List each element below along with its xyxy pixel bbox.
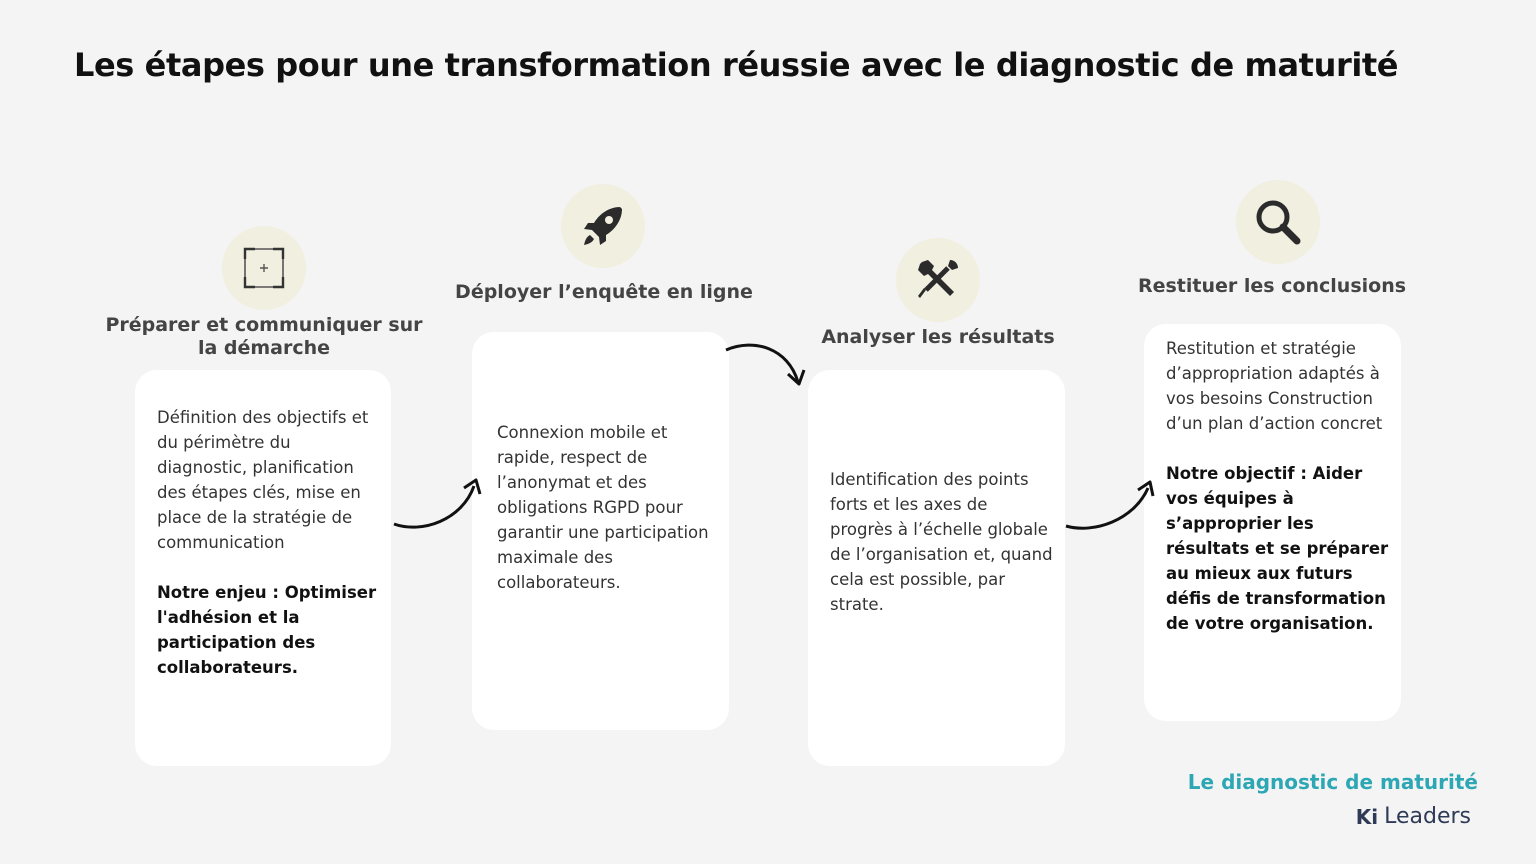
step-2-card — [472, 332, 729, 730]
logo-text: Leaders — [1384, 804, 1471, 829]
step-4-icon-circle — [1236, 180, 1320, 264]
step-1-card — [135, 370, 391, 766]
brand-tagline: Le diagnostic de maturité — [1187, 770, 1478, 794]
step-1-highlight: Notre enjeu : Optimiser l'adhésion et la… — [157, 583, 377, 677]
focus-frame-icon — [243, 247, 285, 289]
step-3-description: Identification des points forts et les a… — [830, 467, 1055, 617]
step-1-text: Définition des objectifs et du périmètre… — [157, 408, 369, 552]
tools-icon — [918, 260, 958, 298]
step-3-title: Analyser les résultats — [821, 326, 1055, 348]
step-2-description: Connexion mobile et rapide, respect de l… — [497, 420, 717, 595]
step-4-text: Restitution et stratégie d’appropriation… — [1166, 339, 1383, 433]
step-1-description: Définition des objectifs et du périmètre… — [157, 405, 377, 680]
step-2-icon-circle — [561, 184, 645, 268]
step-4-highlight: Notre objectif : Aider vos équipes à s’a… — [1166, 464, 1389, 633]
step-3-icon-circle — [896, 238, 980, 322]
page-title: Les étapes pour une transformation réuss… — [74, 46, 1399, 84]
arrow-step-1-to-2 — [393, 478, 482, 529]
step-3-card — [808, 370, 1065, 766]
step-2-text: Connexion mobile et rapide, respect de l… — [497, 423, 709, 592]
arrow-step-2-to-3 — [725, 343, 806, 386]
step-3-text: Identification des points forts et les a… — [830, 470, 1053, 614]
step-1-icon-circle — [222, 226, 306, 310]
rocket-icon — [584, 207, 622, 245]
step-1-title: Préparer et communiquer sur la démarche — [105, 314, 423, 359]
brand-logo: Ki Leaders — [1356, 804, 1471, 829]
step-4-card — [1144, 324, 1401, 721]
step-4-description: Restitution et stratégie d’appropriation… — [1166, 336, 1391, 636]
step-4-title: Restituer les conclusions — [1137, 275, 1407, 297]
arrow-step-3-to-4 — [1065, 480, 1155, 530]
step-2-title: Déployer l’enquête en ligne — [455, 281, 753, 303]
search-icon — [1256, 200, 1301, 245]
logo-mark: Ki — [1355, 804, 1379, 829]
